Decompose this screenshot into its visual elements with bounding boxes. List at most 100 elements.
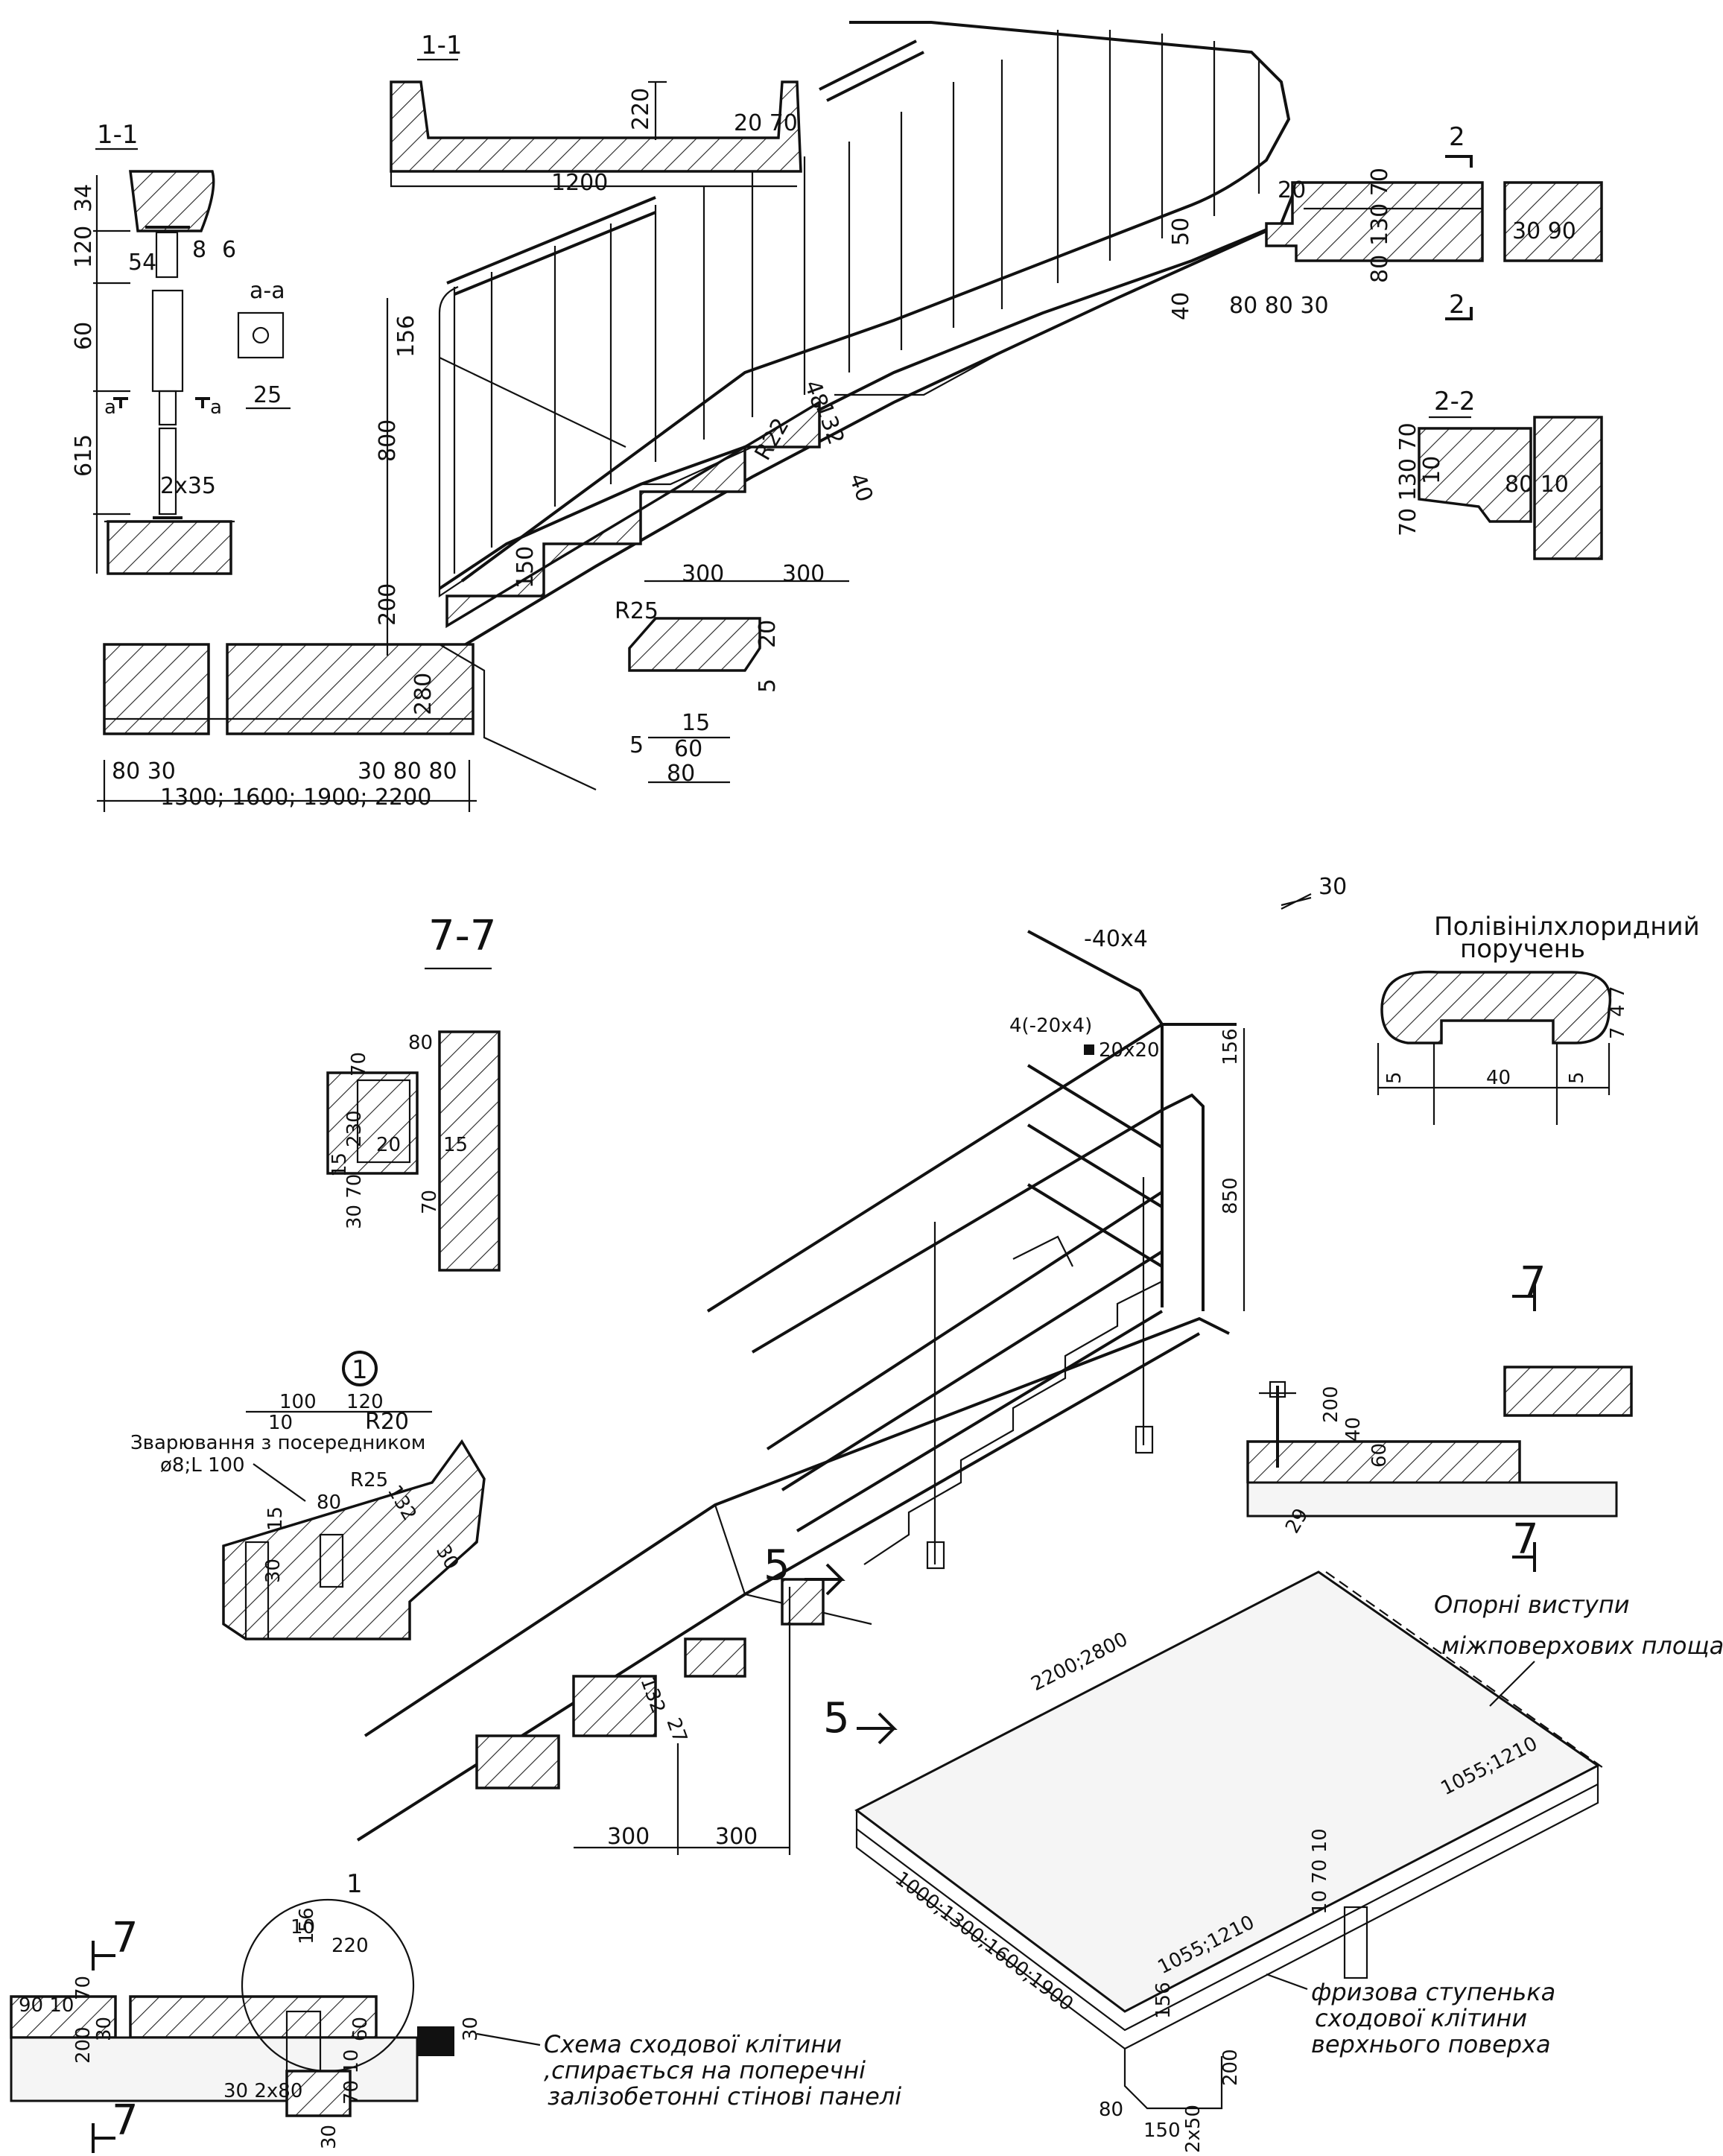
dim-30-90: 30 90: [1512, 218, 1576, 244]
cut-7-right-top: 7: [1520, 1258, 1546, 1307]
dim-300-a: 300: [682, 561, 724, 587]
dim-300-b: 300: [782, 561, 825, 587]
landing-section-1-1: 1-1 220 20 70 1200: [390, 31, 802, 196]
note-pvc-2: поручень: [1460, 934, 1585, 964]
dim-80-top: 80: [408, 1032, 433, 1054]
dim-20-70: 20 70: [734, 110, 798, 136]
dim-130-70: 130 70: [1367, 168, 1393, 246]
dim-156b: 156: [296, 1907, 318, 1944]
landing-edge-detail: 20 50 40 80 80 30 130 70 80 30 90 2 2 2-…: [1168, 122, 1603, 560]
dim-200: 200: [375, 583, 401, 626]
dim-60: 60: [71, 322, 97, 350]
dim-sq20: 20x20: [1099, 1039, 1160, 1062]
dim-100: 100: [279, 1391, 317, 1413]
dim-30-80-80: 30 80 80: [358, 758, 457, 784]
dim-5-left: 5: [1383, 1071, 1406, 1084]
dim-60b: 60: [349, 2017, 372, 2041]
lower-landing-detail: 7 7 90 10 70 200 30 10 156 220 60 30 2x8…: [10, 1869, 901, 2153]
dim-30b: 30: [460, 2017, 482, 2041]
dim-7b: 7: [1607, 1027, 1629, 1039]
dim-200-landing: 200: [1320, 1386, 1342, 1423]
dim-15-side: 15: [329, 1152, 351, 1177]
dim-220: 220: [331, 1935, 369, 1957]
dim-30-lower: 30: [93, 2017, 115, 2041]
section-label-2-2: 2-2: [1434, 387, 1476, 416]
cut-7-left-bottom: 7: [112, 2096, 139, 2145]
dim-10: 10: [1419, 456, 1445, 484]
dim-156: 156: [1219, 1028, 1242, 1065]
dim-R20: R20: [365, 1409, 409, 1435]
dim-1200: 1200: [551, 170, 608, 196]
cut-2-bottom: 2: [1449, 290, 1465, 320]
note-frieze-3: верхнього поверха: [1311, 2030, 1551, 2058]
dim-70-right: 70: [419, 1190, 441, 1214]
dim-20-inner: 20: [376, 1134, 401, 1156]
dim-6: 6: [222, 237, 236, 263]
note-frieze-2: сходової клітини: [1315, 2004, 1527, 2032]
cut-a-left: a: [104, 396, 116, 419]
isometric-stair: -40x4 4(-20x4) 20x20 156 850 30 5 5 132 …: [356, 874, 1347, 1855]
dim-27: 27: [661, 1715, 691, 1746]
dim-30: 30: [1319, 874, 1347, 900]
dim-span: 1300; 1600; 1900; 2200: [160, 784, 431, 811]
dim-80: 80: [667, 761, 695, 787]
dim-120: 120: [71, 226, 97, 268]
cut-a-right: a: [210, 396, 222, 419]
dim-40b: 40: [1168, 292, 1194, 320]
dim-phi80: 80: [317, 1491, 341, 1514]
dim-7a: 7: [1607, 986, 1629, 998]
section-label-1-1-top: 1-1: [421, 31, 463, 60]
dim-15: 15: [682, 710, 710, 736]
dim-2x50: 2x50: [1182, 2105, 1205, 2153]
dim-150: 150: [513, 546, 539, 589]
node-1-callout: 1: [346, 1869, 363, 1899]
dim-20: 20: [755, 620, 781, 648]
dim-80-10: 80 10: [1505, 472, 1569, 498]
dim-30-2x80: 30 2x80: [223, 2080, 302, 2102]
dim-156: 156: [393, 315, 419, 358]
dim-40-pvc: 40: [1486, 1067, 1511, 1089]
dim-bars: 4(-20x4): [1009, 1015, 1092, 1037]
dim-34: 34: [71, 184, 97, 212]
baluster-section-1-1: 1-1 34 120 60 615 54 8 6 2x35 a a a-a 25: [71, 120, 291, 575]
dim-4: 4: [1607, 1004, 1629, 1017]
dim-40-landing: 40: [1342, 1417, 1365, 1442]
note-weld: Зварювання з посередником: [130, 1432, 425, 1454]
dim-minus40x4: -40x4: [1084, 926, 1148, 952]
dim-70-top: 70: [348, 1052, 370, 1077]
section-7-7: 7-7 70 80 230 20 15 15 30 70 70: [326, 912, 501, 1272]
stair-flight-elevation: 80 30 30 80 80 1300; 1600; 1900; 2200 28…: [97, 21, 1298, 812]
node-1-detail: 1 100 120 10 R20 R25 132 80 15 30 30 Зва…: [130, 1351, 486, 1640]
dim-60b: 60: [674, 736, 702, 762]
dim-20b: 20: [1278, 177, 1306, 203]
dim-70-lower: 70: [72, 1976, 95, 2000]
note-pvc-1: Полівінілхлоридний: [1434, 912, 1700, 942]
dim-15: 15: [264, 1506, 287, 1531]
dim-70-130-70: 70 130 70: [1395, 422, 1421, 536]
note-frieze-1: фризова ступенька: [1311, 1978, 1555, 2006]
dim-5b: 5: [629, 732, 644, 758]
dim-10b: 10: [291, 1916, 315, 1938]
upper-landing-detail: 200 40 60 29 7 7 Полівінілхлоридний пору…: [1246, 912, 1700, 1572]
dim-54: 54: [128, 250, 156, 276]
dim-200-lower: 200: [72, 2026, 95, 2064]
dim-30c: 30: [318, 2125, 340, 2149]
note-scheme-3: залізобетонні стінові панелі: [548, 2082, 901, 2111]
dim-8: 8: [192, 237, 206, 263]
dim-40: 40: [843, 470, 878, 506]
note-scheme-2: ,спирається на поперечні: [544, 2056, 866, 2084]
dim-50: 50: [1168, 218, 1194, 246]
dim-60-landing: 60: [1368, 1443, 1391, 1468]
dim-220: 220: [628, 88, 654, 130]
dim-615: 615: [71, 434, 97, 477]
note-scheme-1: Схема сходової клітини: [544, 2030, 842, 2058]
dim-80-80-30: 80 80 30: [1229, 293, 1329, 319]
dim-80b: 80: [1099, 2099, 1123, 2121]
dim-10: 10: [268, 1412, 293, 1434]
dim-300b-bottom: 300: [715, 1824, 758, 1850]
note-weld-2: ø8;L 100: [160, 1454, 245, 1477]
cut-7-left-top: 7: [112, 1914, 139, 1962]
cut-5-lower: 5: [823, 1694, 850, 1743]
node-1-label: 1: [352, 1355, 368, 1385]
